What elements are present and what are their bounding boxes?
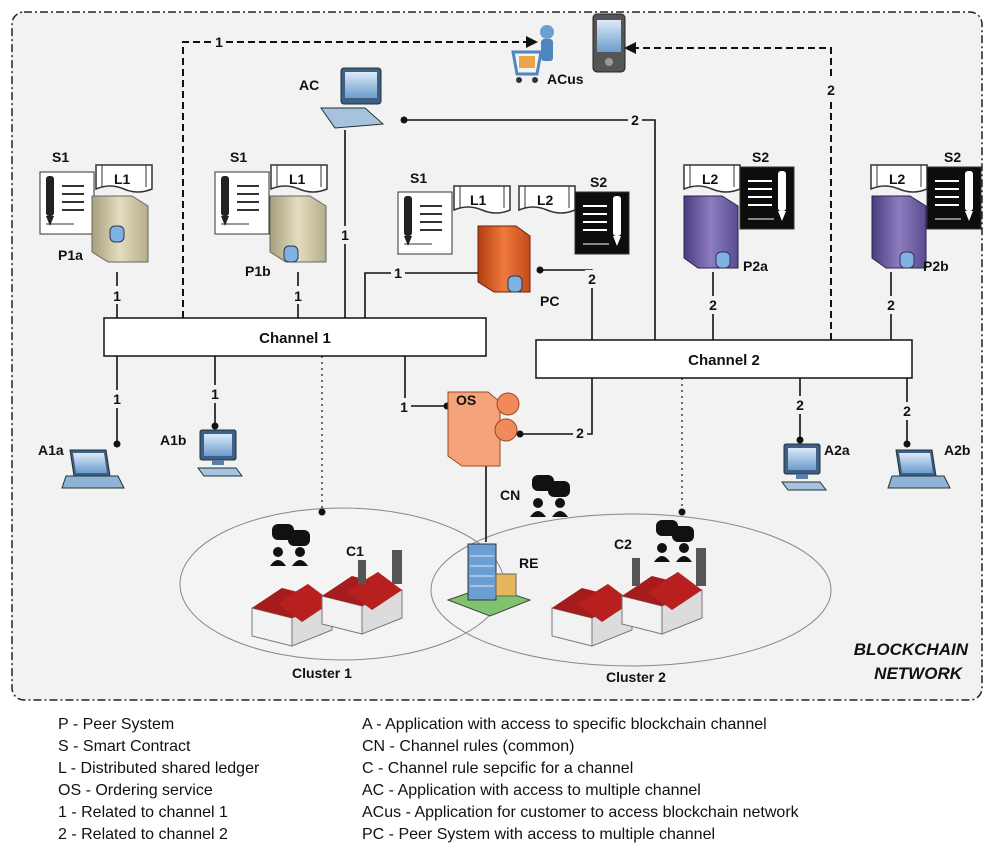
cluster-1-factories bbox=[251, 550, 403, 647]
legend-left: P - Peer System S - Smart Contract L - D… bbox=[58, 714, 259, 846]
svg-text:1: 1 bbox=[400, 399, 408, 415]
legend-item: PC - Peer System with access to multiple… bbox=[362, 826, 716, 843]
cluster-1-label: Cluster 1 bbox=[292, 665, 352, 681]
svg-text:2: 2 bbox=[796, 397, 804, 413]
cluster-2-ellipse bbox=[430, 513, 832, 667]
legend-item: ACus - Application for customer to acces… bbox=[362, 804, 799, 821]
svg-text:2: 2 bbox=[709, 297, 717, 313]
cluster-2-label: Cluster 2 bbox=[606, 669, 666, 685]
acus-label: ACus bbox=[547, 71, 584, 87]
legend-item: OS - Ordering service bbox=[58, 782, 213, 799]
legend-item: 2 - Related to channel 2 bbox=[58, 826, 228, 843]
acus-mobile-device-icon bbox=[592, 13, 626, 73]
svg-text:L2: L2 bbox=[537, 192, 554, 208]
svg-text:1: 1 bbox=[341, 227, 349, 243]
channel-1-bar bbox=[103, 317, 487, 357]
network-label-line1: BLOCKCHAIN bbox=[854, 640, 969, 659]
s1-label-p1b: S1 bbox=[230, 149, 247, 165]
c2-label: C2 bbox=[614, 536, 632, 552]
acus-customer-icon bbox=[511, 25, 554, 83]
legend-item: P - Peer System bbox=[58, 716, 175, 733]
legend-right: A - Application with access to specific … bbox=[362, 714, 799, 846]
s1-label-pc: S1 bbox=[410, 170, 427, 186]
link-number-labels: 1 2 2 1 1 1 1 2 2 2 1 1 1 2 2 2 bbox=[110, 32, 914, 442]
svg-text:L1: L1 bbox=[470, 192, 487, 208]
blockchain-network-diagram: Channel 1 Channel 2 1 2 2 1 1 1 1 2 2 2 … bbox=[11, 11, 983, 701]
a2a-label: A2a bbox=[824, 442, 850, 458]
a1b-desktop-icon bbox=[197, 429, 243, 477]
svg-text:1: 1 bbox=[113, 391, 121, 407]
svg-text:2: 2 bbox=[887, 297, 895, 313]
svg-text:2: 2 bbox=[588, 271, 596, 287]
legend-item: S - Smart Contract bbox=[58, 738, 191, 755]
channel-2-bar bbox=[535, 339, 913, 379]
legend-item: 1 - Related to channel 1 bbox=[58, 804, 228, 821]
a2a-desktop-icon bbox=[781, 443, 827, 491]
legend-item: C - Channel rule sepcific for a channel bbox=[362, 760, 634, 777]
pc-peer-server: L1 L2 bbox=[397, 185, 630, 293]
svg-text:1: 1 bbox=[211, 386, 219, 402]
p1a-peer-server: L1 bbox=[39, 164, 153, 263]
channel-1-label: Channel 1 bbox=[259, 330, 331, 347]
p1b-peer-server: L1 bbox=[214, 164, 328, 263]
p2b-peer-server: L2 bbox=[870, 164, 982, 269]
p2a-label: P2a bbox=[743, 258, 768, 274]
legend-item: A - Application with access to specific … bbox=[362, 716, 767, 733]
svg-text:1: 1 bbox=[215, 34, 223, 50]
dashed-links bbox=[182, 41, 832, 340]
pc-label: PC bbox=[540, 293, 559, 309]
s1-label-p1a: S1 bbox=[52, 149, 69, 165]
svg-text:L2: L2 bbox=[702, 171, 719, 187]
re-building-icon bbox=[446, 543, 532, 617]
connection-lines bbox=[116, 119, 908, 542]
svg-text:1: 1 bbox=[113, 288, 121, 304]
p1b-label: P1b bbox=[245, 263, 271, 279]
a1b-label: A1b bbox=[160, 432, 186, 448]
ac-application-desktop bbox=[320, 67, 385, 129]
s2-label-p2a: S2 bbox=[752, 149, 769, 165]
ac-label: AC bbox=[299, 77, 319, 93]
s2-label-pc: S2 bbox=[590, 174, 607, 190]
cn-label: CN bbox=[500, 487, 520, 503]
network-label-line2: NETWORK bbox=[874, 664, 964, 683]
channel-2-label: Channel 2 bbox=[688, 352, 760, 369]
c1-label: C1 bbox=[346, 543, 364, 559]
svg-text:L1: L1 bbox=[114, 171, 131, 187]
os-ordering-service bbox=[447, 391, 520, 467]
svg-text:2: 2 bbox=[827, 82, 835, 98]
legend-item: CN - Channel rules (common) bbox=[362, 738, 575, 755]
svg-text:2: 2 bbox=[576, 425, 584, 441]
os-label: OS bbox=[456, 392, 476, 408]
re-label: RE bbox=[519, 555, 538, 571]
a1a-label: A1a bbox=[38, 442, 64, 458]
p2b-label: P2b bbox=[923, 258, 949, 274]
svg-text:1: 1 bbox=[394, 265, 402, 281]
p2a-peer-server: L2 bbox=[683, 164, 795, 269]
svg-text:2: 2 bbox=[631, 112, 639, 128]
p1a-label: P1a bbox=[58, 247, 83, 263]
svg-text:L1: L1 bbox=[289, 171, 306, 187]
svg-text:1: 1 bbox=[294, 288, 302, 304]
a2b-label: A2b bbox=[944, 442, 970, 458]
svg-text:2: 2 bbox=[903, 403, 911, 419]
legend-item: L - Distributed shared ledger bbox=[58, 760, 260, 777]
cluster-2-factories bbox=[551, 548, 706, 647]
svg-text:L2: L2 bbox=[889, 171, 906, 187]
legend-item: AC - Application with access to multiple… bbox=[362, 782, 701, 799]
s2-label-p2b: S2 bbox=[944, 149, 961, 165]
